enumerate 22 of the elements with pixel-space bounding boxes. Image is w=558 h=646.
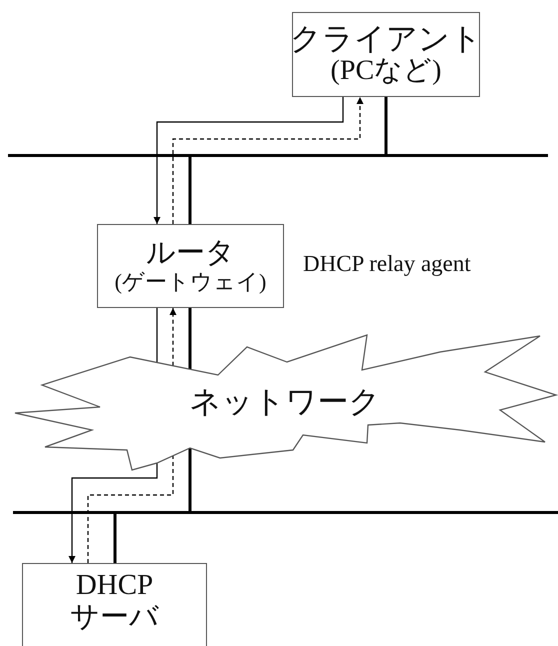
- node-label: (ゲートウェイ): [114, 270, 266, 294]
- network-link: [87, 456, 174, 563]
- network-bus-line: [8, 154, 548, 157]
- node-label: クライアント: [290, 22, 482, 56]
- network-link: [384, 97, 388, 154]
- message-arrow: [172, 97, 364, 224]
- network-bus-line: [13, 511, 558, 514]
- network-link: [156, 308, 158, 363]
- cloud-label: ネットワーク: [190, 385, 380, 420]
- device-box: [292, 12, 480, 97]
- node-label: DHCP サーバ: [70, 570, 160, 634]
- message-arrow: [154, 97, 344, 224]
- message-arrow: [170, 308, 176, 366]
- network-link: [114, 514, 116, 563]
- network-link: [188, 448, 192, 511]
- role-label: DHCP relay agent: [303, 251, 471, 277]
- network-link: [188, 308, 192, 370]
- network-link: [188, 157, 192, 224]
- device-box: [22, 563, 207, 646]
- node-label: ルータ: [146, 238, 235, 270]
- message-arrow: [68, 463, 158, 563]
- node-label: (PCなど): [330, 56, 442, 87]
